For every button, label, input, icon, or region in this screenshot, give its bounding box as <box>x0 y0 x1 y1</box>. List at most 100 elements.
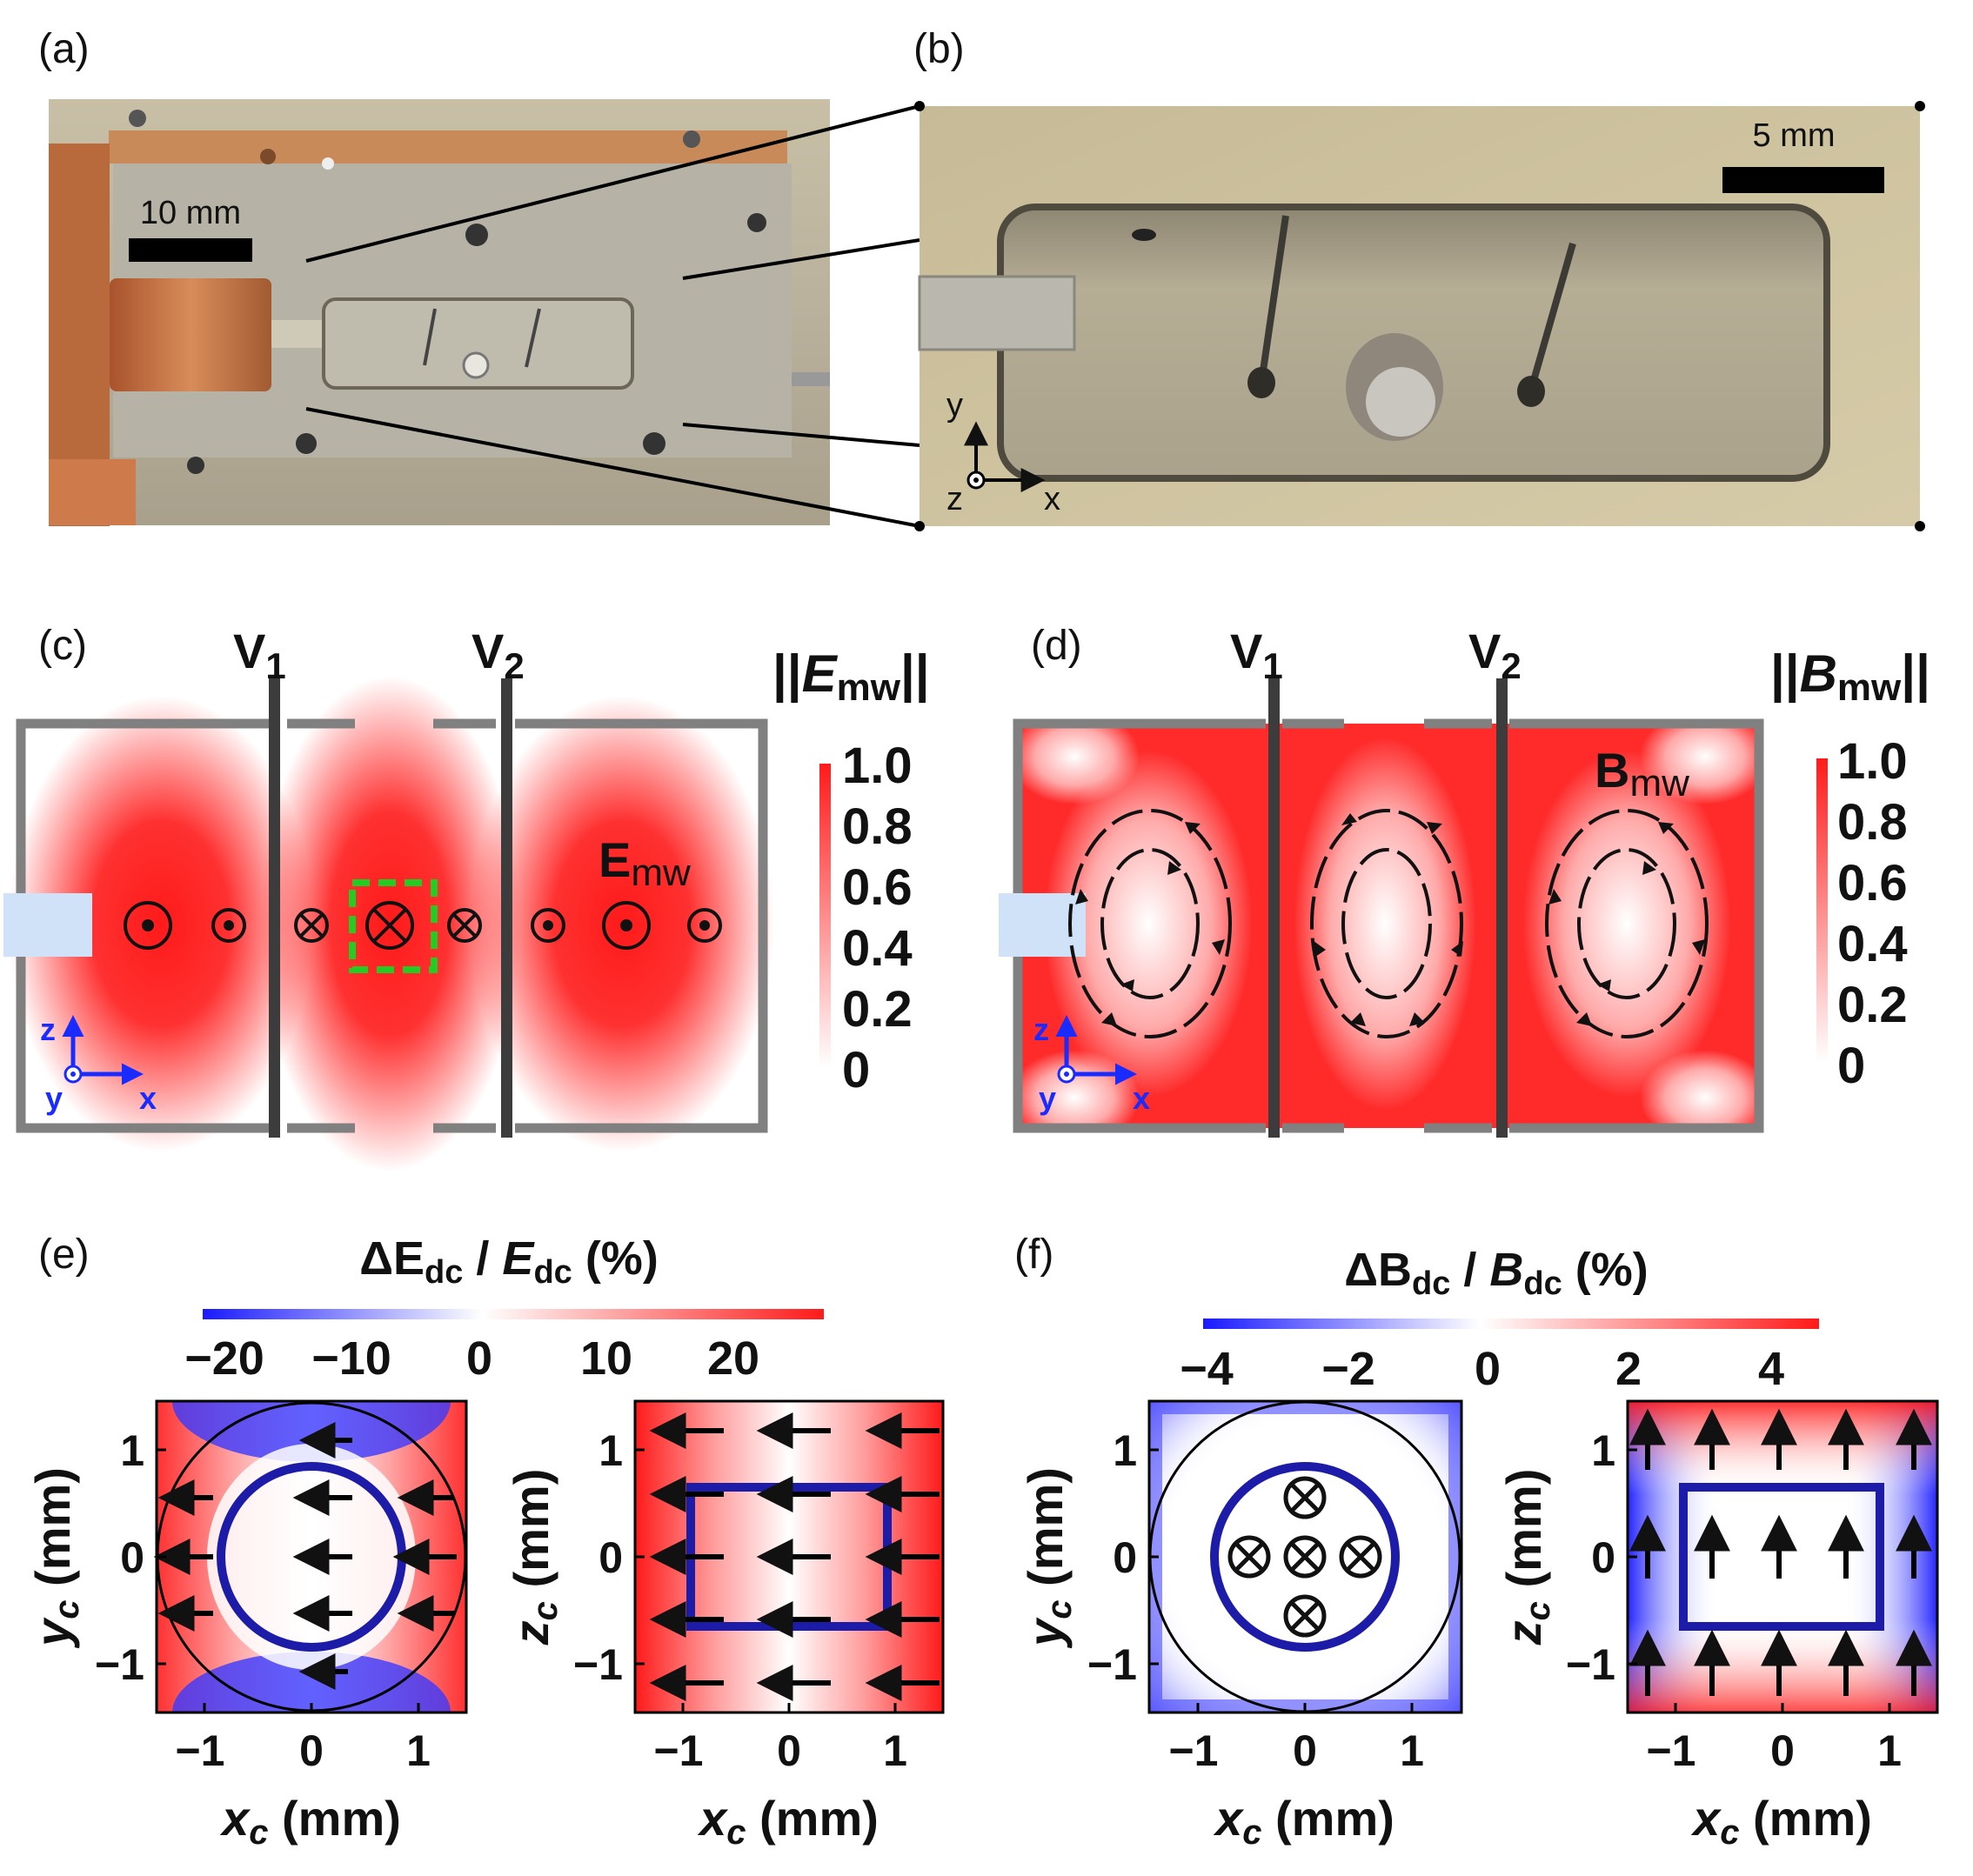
cavity-frame-d <box>1013 718 1764 1133</box>
colorbar-tick: 1.0 <box>842 738 913 794</box>
cavity-pocket-a <box>322 297 634 390</box>
port-c <box>3 893 92 957</box>
coax-pin-b <box>918 275 1076 351</box>
panel-a-label: (a) <box>38 26 90 72</box>
field-arrows-e-right <box>649 1412 940 1701</box>
panel-d: (d) V1 V2 Bmw <box>999 623 1930 1145</box>
panel-f-label: (f) <box>1014 1232 1053 1278</box>
scalebar-a <box>129 238 252 262</box>
colorbar-tick: 0 <box>466 1332 492 1385</box>
axis-x-label: x <box>139 1080 157 1116</box>
x-axis-label: xc (mm) <box>1213 1791 1394 1852</box>
scalebar-a-label: 10 mm <box>140 195 241 231</box>
panel-b: (b) 5 mm y z x <box>913 26 1925 531</box>
corner-dot <box>914 521 925 531</box>
axis-z-dot-center <box>973 477 979 483</box>
field-label-c: Emw <box>599 832 691 894</box>
arrow-icon <box>1314 941 1326 957</box>
dot-out-icon <box>687 908 722 943</box>
field-symbols-c <box>124 901 722 950</box>
cavity-frame-c <box>16 718 768 1133</box>
cross-in-icon <box>1283 1535 1327 1579</box>
panel-e-label: (e) <box>38 1232 90 1278</box>
dot-out-icon <box>531 908 565 943</box>
x-tick: 0 <box>299 1726 324 1775</box>
axis-y-label: y <box>946 387 963 424</box>
loop-inner <box>1577 848 1676 999</box>
axis-y-label: y <box>1039 1080 1056 1116</box>
axes-c: z y x <box>40 1011 157 1116</box>
panel-c-label: (c) <box>38 623 87 669</box>
screw-hole <box>129 110 146 127</box>
y-axis-label: zc (mm) <box>1496 1469 1557 1646</box>
plot-f-left: −1 0 1 1 0 −1 xc (mm) yc (mm) <box>1018 1399 1463 1852</box>
panel-b-label: (b) <box>913 26 965 72</box>
scalebar-b-label: 5 mm <box>1753 117 1836 154</box>
zoom-line <box>305 407 920 528</box>
zoom-line <box>682 423 920 447</box>
colorbar-tick: 1.0 <box>1837 733 1908 790</box>
screw-hole <box>187 457 204 474</box>
ticks-f-left <box>1149 1448 1414 1712</box>
colorbar-tick: 20 <box>707 1332 759 1385</box>
colorbar-e <box>203 1309 824 1319</box>
field-arrows-e-left <box>153 1422 457 1690</box>
pin-v1-c <box>269 678 280 1138</box>
x-tick: 1 <box>1877 1726 1902 1775</box>
field-symbols-f <box>1227 1476 1382 1638</box>
x-tick: 0 <box>777 1726 801 1775</box>
axis-z-label: z <box>40 1011 56 1047</box>
loop-inner <box>1100 848 1200 999</box>
corner-dot <box>1915 521 1925 531</box>
arrow-icon <box>1350 1012 1366 1026</box>
dot-out-icon <box>211 908 246 943</box>
cross-in-icon <box>294 908 329 943</box>
axis-x-label: x <box>1133 1080 1150 1116</box>
colorbar-ticks-c: 1.0 0.8 0.6 0.4 0.2 0 <box>842 738 913 1098</box>
loop-outer <box>1310 809 1463 1038</box>
colorbar-title-e: ΔEdc / Edc (%) <box>359 1232 659 1291</box>
colorbar-title-c: ||Emw|| <box>772 644 930 709</box>
axis-y-label: y <box>45 1080 63 1116</box>
screw-hole <box>643 432 665 455</box>
arrow-icon <box>1120 979 1134 991</box>
loop-arrowheads-d <box>1075 813 1705 1026</box>
colorbar-title-f: ΔBdc / Bdc (%) <box>1344 1244 1649 1302</box>
colorbar-tick: 0.6 <box>842 859 913 916</box>
axis-z-label: z <box>1033 1011 1049 1047</box>
pin-1-b <box>1258 215 1289 384</box>
copper-bottom-strip <box>49 459 136 525</box>
arrow-icon <box>1576 1012 1592 1026</box>
field-corner-soft <box>1640 709 1770 804</box>
screw-hole <box>465 224 488 246</box>
dot-out-icon <box>124 901 172 950</box>
arrow-icon <box>1341 813 1357 825</box>
colorbar-f <box>1203 1319 1819 1329</box>
axis-z-label: z <box>946 481 963 517</box>
field-arrows-f-right <box>1629 1408 1932 1696</box>
v2-label-c: V2 <box>472 624 525 686</box>
y-axis-label: zc (mm) <box>504 1469 565 1646</box>
y-tick: −1 <box>95 1640 144 1689</box>
x-tick: −1 <box>653 1726 703 1775</box>
pin-2-a <box>525 308 541 368</box>
panel-c: (c) V1 V2 Emw z <box>3 623 930 1172</box>
colorbar-ticks-f: −4 −2 0 2 4 <box>1180 1343 1784 1395</box>
y-tick: −1 <box>1566 1640 1615 1689</box>
colorbar-tick: 0.4 <box>1837 916 1908 972</box>
x-axis-label: xc (mm) <box>1690 1791 1872 1852</box>
arrow-icon <box>1642 861 1656 875</box>
colorbar-tick: −20 <box>184 1332 264 1385</box>
colorbar-tick: −2 <box>1321 1343 1375 1395</box>
pin-v2-d <box>1496 678 1508 1138</box>
dot-out-icon <box>602 901 651 950</box>
arrow-icon <box>1692 939 1705 955</box>
scalebar-b <box>1722 167 1884 193</box>
loop-inner <box>1341 848 1432 999</box>
field-hole-center <box>1294 737 1476 1111</box>
y-tick: 0 <box>599 1533 623 1582</box>
pin-v1-d <box>1268 678 1280 1138</box>
panel-a: (a) 10 mm <box>38 26 920 528</box>
pin-v2-c <box>501 678 512 1138</box>
